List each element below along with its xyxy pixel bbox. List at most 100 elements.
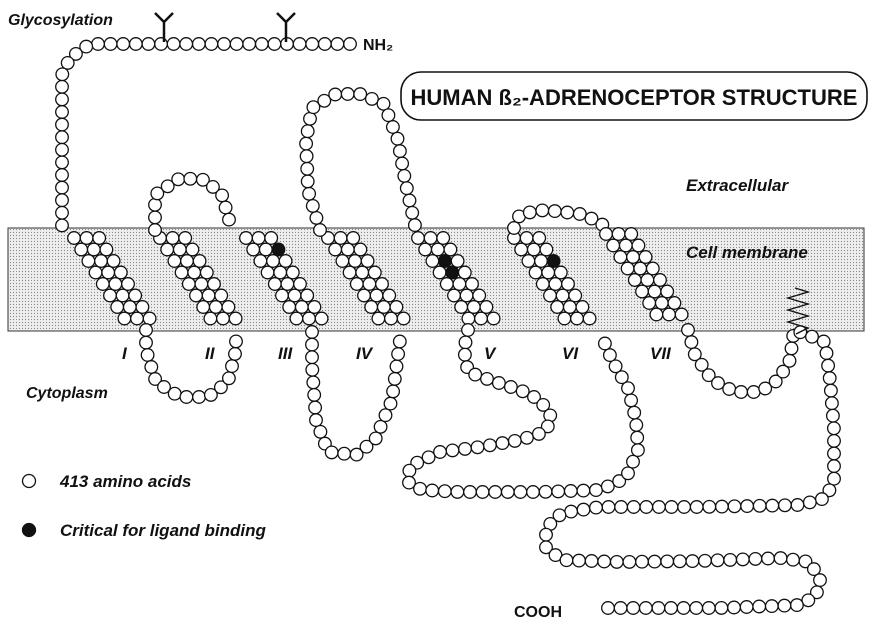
amino-acid-residue — [823, 372, 836, 385]
amino-acid-residue — [314, 224, 327, 237]
amino-acid-residue — [600, 228, 613, 241]
amino-acid-residue — [459, 348, 472, 361]
amino-acid-residue — [265, 232, 278, 245]
amino-acid-residue — [279, 255, 292, 268]
amino-acid-residue — [218, 38, 231, 51]
amino-acid-residue — [230, 38, 243, 51]
amino-acid-residue — [602, 501, 615, 514]
amino-acid-residue — [685, 336, 698, 349]
amino-acid-residue — [392, 348, 405, 361]
amino-acid-residue — [558, 312, 571, 325]
amino-acid-residue — [145, 361, 158, 374]
amino-acid-residue — [342, 243, 355, 256]
amino-acid-residue — [315, 312, 328, 325]
amino-acid-residue — [565, 485, 578, 498]
amino-acid-residue — [434, 446, 447, 459]
amino-acid-residue — [287, 266, 300, 279]
amino-acid-residue — [653, 501, 666, 514]
amino-acid-residue — [56, 194, 69, 207]
amino-acid-residue — [56, 207, 69, 220]
amino-acid-residue — [556, 289, 569, 302]
amino-acid-residue — [636, 555, 649, 568]
amino-acid-residue — [366, 93, 379, 106]
glycosylation-label: Glycosylation — [8, 12, 113, 29]
helix-label: II — [205, 344, 216, 363]
amino-acid-residue — [143, 312, 156, 325]
amino-acid-residue — [247, 243, 260, 256]
amino-acid-residue — [728, 500, 741, 513]
amino-acid-residue — [527, 486, 540, 499]
amino-acid-residue — [107, 255, 120, 268]
amino-acid-residue — [625, 228, 638, 241]
amino-acid-residue — [471, 441, 484, 454]
amino-acid-residue — [469, 368, 482, 381]
amino-acid-residue — [155, 38, 168, 51]
amino-acid-residue — [825, 384, 838, 397]
amino-acid-residue — [180, 38, 193, 51]
amino-acid-residue — [336, 255, 349, 268]
amino-acid-residue — [204, 312, 217, 325]
amino-acid-residue — [363, 278, 376, 291]
amino-acid-residue — [306, 338, 319, 351]
amino-acid-residue — [149, 224, 162, 237]
amino-acid-residue — [412, 232, 425, 245]
amino-acid-residue — [828, 472, 841, 485]
amino-acid-residue — [476, 486, 489, 499]
amino-acid-residue — [475, 312, 488, 325]
amino-acid-residue — [56, 118, 69, 131]
amino-acid-residue — [828, 435, 841, 448]
amino-acid-residue — [522, 255, 535, 268]
amino-acid-residue — [640, 602, 653, 615]
amino-acid-residue — [331, 38, 344, 51]
amino-acid-residue — [208, 278, 221, 291]
amino-acid-residue — [604, 349, 617, 362]
amino-acid-residue — [372, 312, 385, 325]
amino-acid-residue — [632, 444, 645, 457]
amino-acid-residue — [104, 38, 117, 51]
amino-acid-residue — [347, 232, 360, 245]
amino-acid-residue — [565, 505, 578, 518]
amino-acid-residue — [329, 88, 342, 101]
amino-acid-residue — [648, 285, 661, 298]
amino-acid-residue — [219, 201, 232, 214]
amino-acid-residue — [97, 278, 110, 291]
amino-acid-residue — [542, 266, 555, 279]
amino-acid-residue — [817, 335, 830, 348]
amino-acid-residue — [385, 312, 398, 325]
cell-membrane-label: Cell membrane — [686, 243, 808, 262]
amino-acid-residue — [577, 503, 590, 516]
amino-acid-residue — [665, 501, 678, 514]
amino-acid-residue — [414, 483, 427, 496]
amino-acid-residue — [607, 239, 620, 252]
amino-acid-residue — [136, 301, 149, 314]
amino-acid-residue — [455, 301, 468, 314]
helix-label: IV — [356, 344, 374, 363]
amino-acid-residue — [202, 289, 215, 302]
amino-acid-residue — [343, 266, 356, 279]
amino-acid-residue — [753, 500, 766, 513]
amino-acid-residue — [650, 308, 663, 321]
amino-acid-residue — [762, 552, 775, 565]
amino-acid-residue — [779, 499, 792, 512]
amino-acid-residue — [75, 243, 88, 256]
amino-acid-residue — [627, 251, 640, 264]
amino-acid-residue — [197, 301, 210, 314]
amino-acid-residue — [290, 312, 303, 325]
amino-acid-residue — [820, 347, 833, 360]
amino-acid-residue — [654, 274, 667, 287]
amino-acid-residue — [468, 301, 481, 314]
amino-acid-residue — [403, 464, 416, 477]
amino-acid-residue — [68, 232, 81, 245]
amino-acid-residue — [533, 232, 546, 245]
amino-acid-residue — [629, 274, 642, 287]
amino-acid-residue — [828, 447, 841, 460]
amino-acid-residue — [724, 554, 737, 567]
amino-acid-residue — [102, 266, 115, 279]
amino-acid-residue — [631, 431, 644, 444]
amino-acid-residue — [493, 377, 506, 390]
glycosylation-site-icon — [155, 13, 173, 42]
amino-acid-residue — [307, 376, 320, 389]
amino-acid-residue — [675, 308, 688, 321]
amino-acid-residue — [625, 394, 638, 407]
amino-acid-residue — [56, 93, 69, 106]
